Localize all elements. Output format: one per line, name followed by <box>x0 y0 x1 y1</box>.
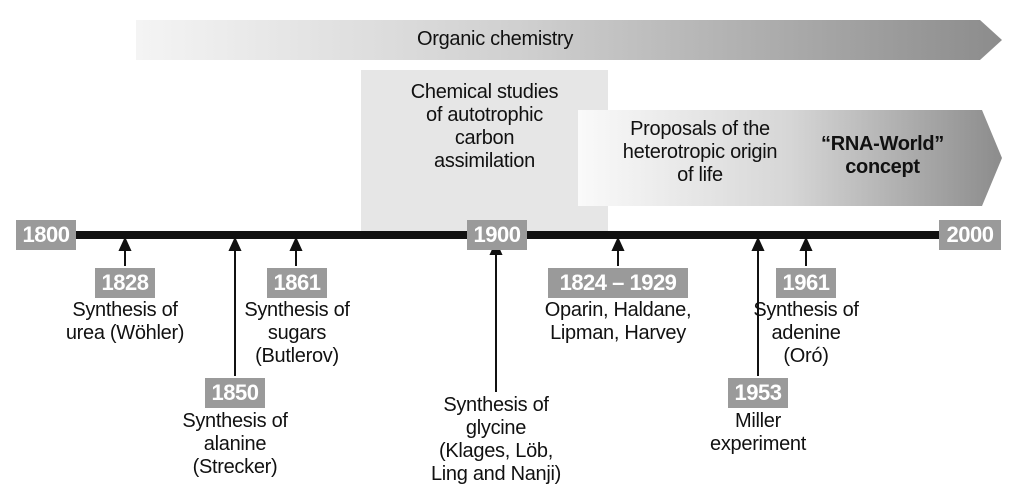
event-year-1861: 1861 <box>267 268 327 298</box>
organic-chemistry-arrow <box>136 20 1002 60</box>
event-year-1953: 1953 <box>728 378 788 408</box>
heterotropic-arrow <box>578 110 1002 206</box>
autotrophic-band <box>361 70 608 232</box>
event-year-1850: 1850 <box>205 378 265 408</box>
autotrophic-label: Chemical studies of autotrophic carbon a… <box>410 81 559 172</box>
heterotropic-label: Proposals of the heterotropic origin of … <box>622 118 778 186</box>
event-glycine-description: Synthesis of glycine (Klages, Löb, Ling … <box>430 394 562 485</box>
event-1961-description: Synthesis of adenine (Oró) <box>753 299 859 367</box>
event-1953-description: Miller experiment <box>710 410 806 455</box>
event-year-1824-1929: 1824 – 1929 <box>548 268 688 298</box>
axis-label-1800: 1800 <box>16 220 76 250</box>
axis-label-1900: 1900 <box>467 220 527 250</box>
rna-world-label: “RNA-World” concept <box>821 133 944 178</box>
event-year-1828: 1828 <box>95 268 155 298</box>
event-1850-description: Synthesis of alanine (Strecker) <box>182 410 288 478</box>
event-oparin-description: Oparin, Haldane, Lipman, Harvey <box>544 299 692 344</box>
event-1861-description: Synthesis of sugars (Butlerov) <box>244 299 350 367</box>
axis-label-2000: 2000 <box>939 220 1001 250</box>
organic-chemistry-label: Organic chemistry <box>416 28 574 50</box>
event-year-1961: 1961 <box>776 268 836 298</box>
event-1828-description: Synthesis of urea (Wöhler) <box>65 299 185 344</box>
